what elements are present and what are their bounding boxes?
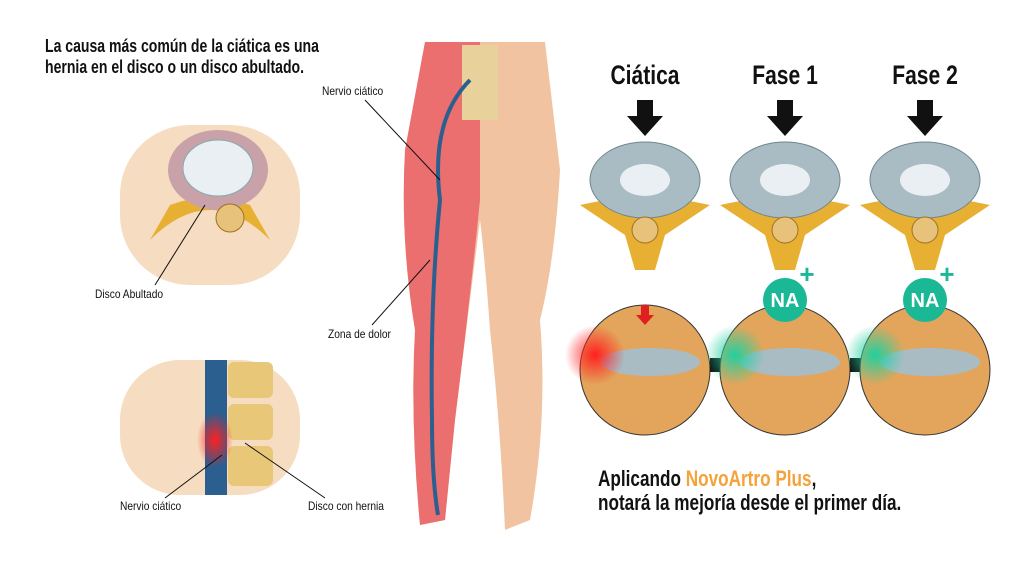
plus-icon: + xyxy=(939,259,954,289)
na-badge xyxy=(903,278,947,322)
disc-nucleus xyxy=(760,164,810,196)
footer-comma: , xyxy=(811,466,817,491)
pain-glow xyxy=(565,325,625,385)
brand-name: NovoArtro Plus xyxy=(685,466,812,491)
down-arrow-icon xyxy=(907,100,943,136)
phase-title-ciatica: Ciática xyxy=(610,60,680,90)
footer-text: Aplicando NovoArtro Plus, notará la mejo… xyxy=(598,467,901,515)
label-disco-abultado: Disco Abultado xyxy=(95,287,164,301)
plus-icon: + xyxy=(799,259,814,289)
phase-title-fase-1: Fase 1 xyxy=(752,60,818,90)
footer-line-2: notará la mejoría desde el primer día. xyxy=(598,490,902,515)
phase-diagrams: NA+NA+ xyxy=(565,100,991,436)
na-badge-text: NA xyxy=(771,290,800,312)
disc-nucleus xyxy=(900,164,950,196)
down-arrow-icon xyxy=(767,100,803,136)
down-arrow-icon xyxy=(627,100,663,136)
phase-title-fase-2: Fase 2 xyxy=(892,60,958,90)
disc-nucleus xyxy=(620,164,670,196)
intro-line-1: La causa más común de la ciática es una xyxy=(45,36,319,56)
herniated-disc-illustration xyxy=(120,360,326,499)
footer-prefix: Aplicando xyxy=(598,466,686,491)
label-nervio-bottom: Nervio ciático xyxy=(120,499,182,513)
bulging-disc-illustration xyxy=(120,125,300,286)
red-arrow-icon xyxy=(636,305,654,325)
spinal-cord xyxy=(911,216,939,244)
spinal-cord xyxy=(631,216,659,244)
spinal-cord xyxy=(771,216,799,244)
intro-line-2: hernia en el disco o un disco abultado. xyxy=(45,57,305,77)
label-disco-hernia: Disco con hernia xyxy=(308,499,384,513)
label-zona-dolor: Zona de dolor xyxy=(328,327,391,341)
healing-glow xyxy=(705,325,765,385)
na-badge xyxy=(763,278,807,322)
label-nervio-top: Nervio ciático xyxy=(322,84,384,98)
healing-glow xyxy=(845,325,905,385)
legs-illustration xyxy=(364,42,560,530)
na-badge-text: NA xyxy=(911,290,940,312)
intro-text: La causa más común de la ciática es una … xyxy=(45,36,319,78)
